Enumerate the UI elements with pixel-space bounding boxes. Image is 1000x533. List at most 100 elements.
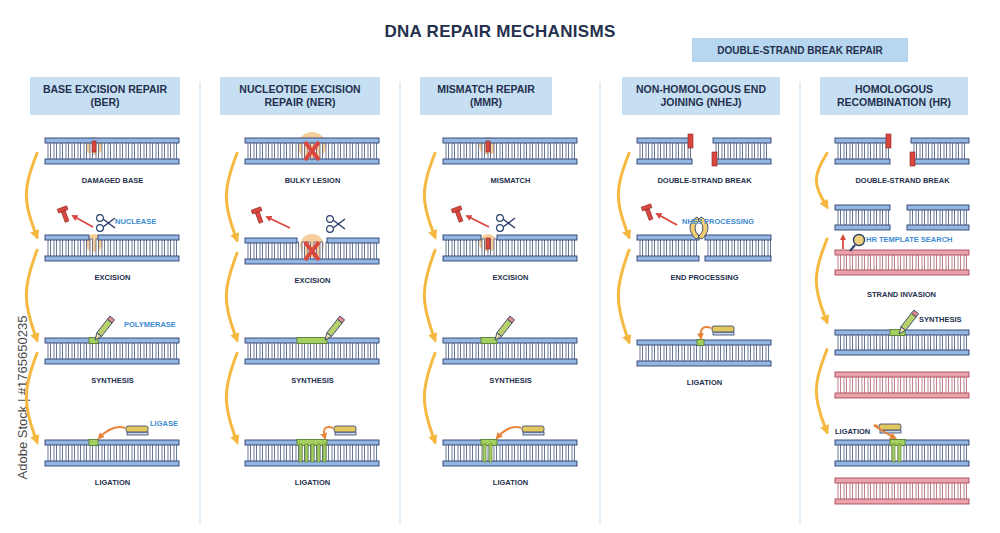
broken-end [886, 134, 891, 148]
strand [443, 235, 481, 240]
base-pair [78, 239, 81, 257]
step-caption: END PROCESSING [629, 273, 780, 283]
base-pair [688, 239, 691, 257]
stapler-top [334, 426, 356, 432]
base-pair [290, 142, 293, 160]
handle [97, 215, 104, 222]
base-pair [928, 334, 931, 351]
base-pair [54, 239, 57, 257]
base-pair [314, 342, 317, 360]
base-pair [156, 444, 159, 462]
dna-ladder [713, 138, 771, 164]
step-arrow [816, 350, 827, 432]
base-pair [464, 342, 467, 360]
base-pair [132, 142, 135, 160]
base-pair [910, 376, 913, 394]
step-illustration [45, 137, 179, 164]
base-pair [458, 342, 461, 360]
base-pair [910, 334, 913, 351]
dna-ladder [637, 138, 692, 164]
base-pair [156, 142, 159, 160]
base-pair [728, 142, 731, 160]
base-pair [60, 444, 63, 462]
base-pair [90, 342, 93, 360]
base-pair [150, 342, 153, 360]
base-pair [278, 444, 281, 462]
base-pair [350, 142, 353, 160]
base-pair [174, 444, 177, 462]
separator-line [199, 82, 200, 525]
step-caption: LIGATION [37, 478, 188, 488]
base-pair [506, 444, 509, 462]
base-pair [856, 376, 859, 394]
base-pair [658, 142, 661, 160]
bulky-lesion [305, 242, 319, 260]
base-pair [934, 444, 937, 462]
base-pair [946, 482, 949, 500]
base-pair [542, 342, 545, 360]
strand [835, 250, 969, 255]
base-pair [928, 376, 931, 394]
strand [835, 138, 890, 143]
new-base [305, 444, 308, 462]
base-pair [494, 444, 497, 462]
base-pair [910, 209, 913, 226]
step-caption: EXCISION [237, 276, 388, 286]
base-pair [344, 342, 347, 360]
base-pair [934, 482, 937, 500]
broken-end [688, 134, 693, 148]
base-pair [892, 376, 895, 394]
base-pair [646, 344, 649, 362]
ligation-arrow [497, 427, 521, 438]
dna-ladder [443, 234, 577, 261]
removal-arrow [267, 217, 290, 228]
stapler-base [335, 432, 356, 435]
base-pair [554, 342, 557, 360]
base-pair [144, 342, 147, 360]
method-title: BASE EXCISION REPAIR (BER) [30, 83, 180, 109]
base-pair [862, 482, 865, 500]
template-dna [835, 478, 969, 504]
base-pair [66, 142, 69, 160]
base-pair [470, 142, 473, 160]
base-pair [572, 444, 575, 462]
base-pair [356, 242, 359, 260]
strand [637, 361, 771, 366]
step-illustration [45, 206, 179, 261]
step-illustration [245, 426, 379, 466]
base-pair [880, 254, 883, 271]
base-pair [940, 254, 943, 271]
base-pair [940, 209, 943, 226]
base-pair [272, 342, 275, 360]
ligation-arrow [324, 427, 333, 438]
base-pair [278, 142, 281, 160]
base-pair [344, 444, 347, 462]
base-pair [714, 239, 717, 257]
base-pair [560, 239, 563, 257]
base-pair [898, 376, 901, 394]
base-pair [726, 239, 729, 257]
base-pair [722, 142, 725, 160]
strand [835, 270, 969, 275]
base-pair [132, 239, 135, 257]
base-pair [48, 444, 51, 462]
repair-step: END PROCESSING [629, 227, 780, 285]
base-pair [554, 444, 557, 462]
base-pair [260, 242, 263, 260]
base-pair [760, 344, 763, 362]
base-pair [114, 444, 117, 462]
base-pair [272, 444, 275, 462]
broken-end [910, 152, 915, 166]
base-pair [278, 342, 281, 360]
dna-ladder [443, 440, 577, 467]
step-illustration [245, 132, 379, 164]
repair-step: LIGATION [37, 432, 188, 490]
base-pair [898, 334, 901, 351]
ligase-stapler [334, 426, 356, 435]
step-caption: DAMAGED BASE [37, 176, 188, 186]
base-pair [952, 254, 955, 271]
step-illustration [835, 424, 969, 504]
step-arrow [26, 353, 37, 442]
step-arrow [226, 153, 237, 240]
base-pair [476, 239, 479, 257]
